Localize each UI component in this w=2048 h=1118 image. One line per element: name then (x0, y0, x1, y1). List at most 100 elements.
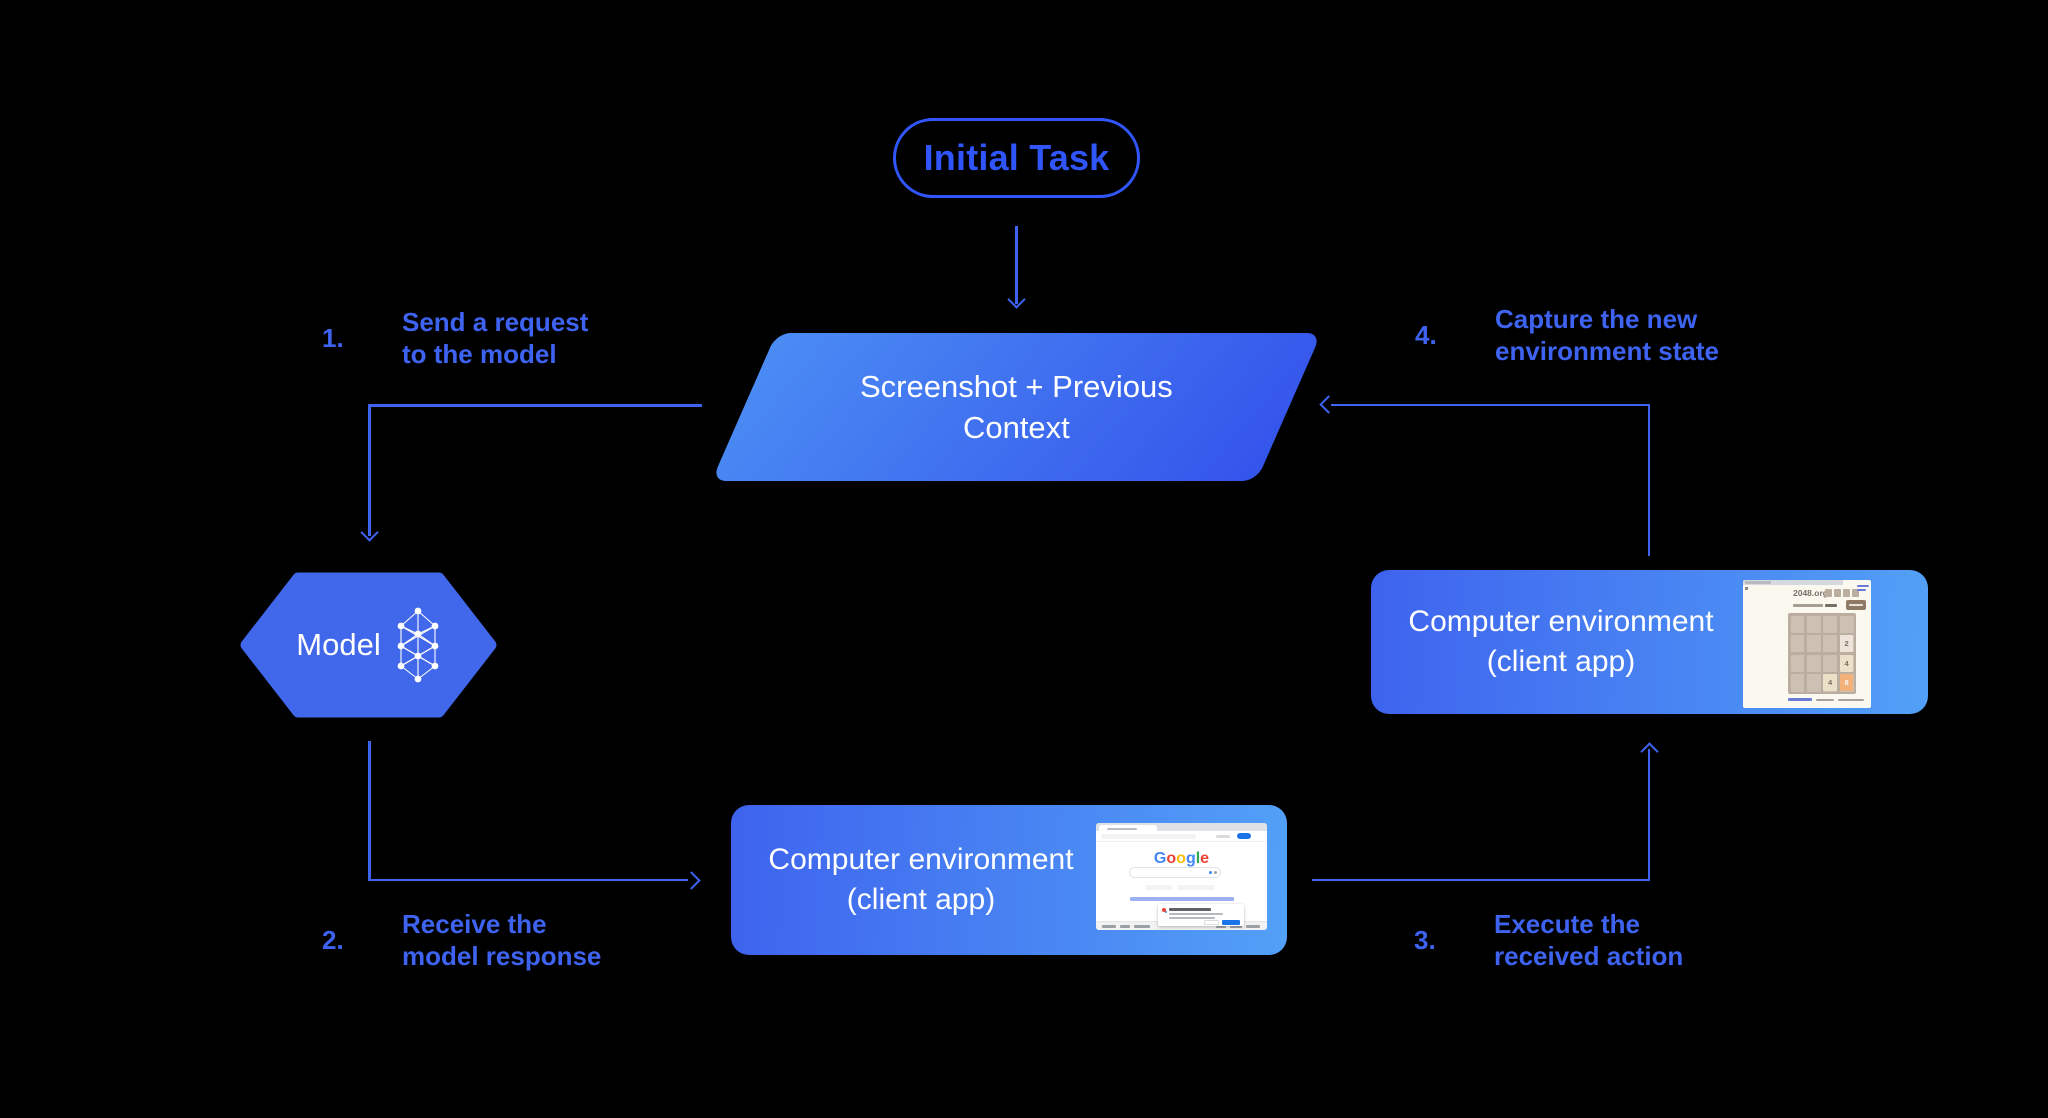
google-logo-letter: o (1166, 850, 1177, 867)
step-1-text: Send a request to the model (402, 306, 588, 370)
game-board-cell (1790, 674, 1805, 692)
initial-task-node: Initial Task (893, 118, 1140, 198)
initial-task-label: Initial Task (923, 137, 1110, 178)
sign-in-button (1237, 833, 1251, 839)
language-links-line (1130, 897, 1234, 901)
env-right-line1: Computer environment (1408, 605, 1714, 638)
footer-link (1246, 925, 1260, 928)
footer-link (1120, 925, 1130, 928)
step-1-label: 1. Send a request to the model (322, 306, 588, 370)
env-bottom-line1: Computer environment (768, 843, 1074, 876)
dialog-icon (1162, 908, 1166, 912)
model-node: Model (240, 572, 497, 718)
arrow2-vertical-line (368, 741, 371, 880)
game-board: 2 4 4 8 (1788, 613, 1856, 694)
feeling-lucky-button (1178, 885, 1214, 890)
arrow4-horizontal-line (1331, 403, 1649, 406)
env-right-line2: (client app) (1486, 645, 1636, 678)
game-board-cell (1806, 615, 1821, 633)
game-tile: 8 (1839, 674, 1854, 692)
computer-environment-right-node: Computer environment (client app) 2048.o… (1371, 570, 1928, 714)
arrow2-horizontal-line (368, 878, 688, 881)
browser-tab-title (1745, 581, 1771, 584)
step-3-number: 3. (1414, 924, 1436, 955)
browser-tab-title (1107, 828, 1137, 830)
arrow2-head-icon (682, 870, 701, 890)
google-search-box (1129, 867, 1221, 878)
google-logo-letter: G (1153, 850, 1167, 867)
score-box (1825, 589, 1832, 597)
step-2-line2: model response (402, 941, 602, 971)
score-box (1852, 589, 1859, 597)
google-logo-letter: e (1200, 850, 1210, 867)
game-tile: 2 (1839, 635, 1854, 653)
screenshot-context-node: Screenshot + Previous Context (711, 333, 1322, 481)
game-description-line (1793, 604, 1823, 607)
search-mic-icon (1214, 871, 1217, 874)
dialog-title-line (1169, 908, 1211, 911)
game-board-cell (1790, 635, 1805, 653)
step-1-line2: to the model (402, 339, 557, 369)
computer-environment-bottom-label: Computer environment (client app) (731, 805, 1111, 955)
arrow3-vertical-line (1647, 749, 1650, 881)
google-logo-letter: o (1176, 850, 1186, 867)
step-4-label: 4. Capture the new environment state (1415, 303, 1719, 367)
game-board-cell (1823, 615, 1838, 633)
game-2048-screenshot: 2048.org 2 4 4 8 (1743, 580, 1871, 708)
dialog-primary-button (1222, 919, 1240, 925)
step-1-number: 1. (322, 322, 344, 353)
arrow3-horizontal-line (1312, 878, 1649, 881)
game-board-cell (1839, 615, 1854, 633)
footer-link (1102, 925, 1116, 928)
arrow1-head-icon (360, 523, 379, 542)
step-4-line1: Capture the new (1495, 304, 1698, 334)
browser-tab-bar (1096, 823, 1267, 831)
step-3-line2: received action (1494, 941, 1684, 971)
hexagon-shape (240, 572, 497, 718)
arrow1-horizontal-line (368, 404, 702, 407)
google-browser-screenshot: Google (1096, 823, 1267, 930)
game-title: 2048.org (1793, 588, 1828, 598)
game-board-cell (1790, 654, 1805, 672)
computer-environment-right-label: Computer environment (client app) (1371, 570, 1751, 714)
browser-url-field (1101, 833, 1196, 839)
google-logo: Google (1096, 850, 1267, 868)
dialog-text-line2 (1169, 916, 1215, 919)
score-box (1843, 589, 1850, 597)
game-description-bold (1825, 604, 1837, 607)
page-favicon (1745, 587, 1748, 590)
google-logo-letter: l (1195, 850, 1201, 867)
arrow4-head-icon (1318, 395, 1338, 414)
game-board-cell (1790, 615, 1805, 633)
computer-environment-bottom-node: Computer environment (client app) Google (731, 805, 1287, 955)
game-tile: 4 (1839, 654, 1854, 672)
google-search-button (1146, 885, 1172, 890)
game-board-cell (1823, 654, 1838, 672)
step-4-number: 4. (1415, 319, 1437, 350)
google-logo-letter: g (1185, 850, 1196, 867)
env-bottom-line2: (client app) (846, 883, 996, 916)
footer-link (1134, 925, 1150, 928)
browser-tab (1099, 824, 1157, 831)
arrow1-vertical-line (368, 404, 371, 536)
step-3-text: Execute the received action (1494, 908, 1683, 972)
arrow3-head-icon (1639, 741, 1659, 761)
step-2-number: 2. (322, 924, 344, 955)
popup-dialog (1158, 904, 1244, 926)
footer-link (1788, 698, 1812, 701)
arrow-task-to-context-line (1015, 226, 1018, 304)
screenshot-context-label: Screenshot + Previous Context (860, 366, 1173, 448)
arrow-task-to-context-head-icon (1007, 290, 1026, 309)
search-keyboard-icon (1209, 871, 1212, 874)
step-2-text: Receive the model response (402, 908, 601, 972)
new-game-button-label (1849, 604, 1863, 606)
screenshot-context-line2: Context (963, 410, 1070, 445)
screenshot-context-line1: Screenshot + Previous (860, 369, 1173, 404)
game-tile: 4 (1823, 674, 1838, 692)
step-2-label: 2. Receive the model response (322, 908, 601, 972)
neural-network-icon (397, 607, 439, 683)
game-board-cell (1806, 674, 1821, 692)
game-board-cell (1823, 635, 1838, 653)
new-game-button (1846, 600, 1866, 610)
